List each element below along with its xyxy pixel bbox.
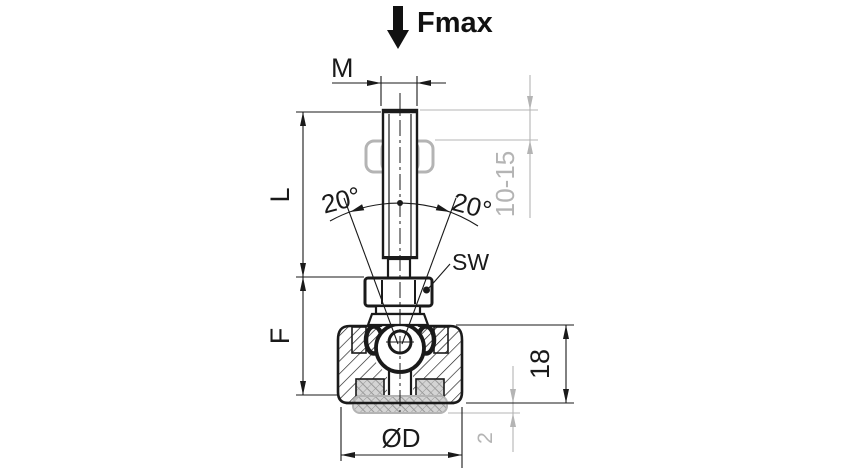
rod-tip <box>386 257 412 280</box>
wrench-size-annotation: SW <box>423 249 489 294</box>
dimension-M: M <box>331 53 446 106</box>
label-base-diameter: ØD <box>382 423 421 453</box>
label-pad-protrusion: 2 <box>474 432 497 444</box>
gray-dimension-10-15: 10-15 <box>420 75 538 218</box>
flange <box>366 312 430 327</box>
label-angle-right: 20° <box>449 186 495 225</box>
gray-dimension-pad-2: 2 <box>448 366 520 452</box>
dimension-18: 18 <box>456 324 574 404</box>
label-foot-height: F <box>265 328 295 345</box>
label-force: Fmax <box>417 7 493 39</box>
force-annotation: Fmax <box>387 6 493 49</box>
dimension-F: F <box>265 277 338 396</box>
dimension-diameter: ØD <box>340 407 463 468</box>
label-base-height: 18 <box>525 349 555 379</box>
label-thread-protrusion-range: 10-15 <box>490 151 520 218</box>
force-arrow-icon <box>387 6 409 49</box>
label-angle-left: 20° <box>318 180 364 219</box>
dimension-L: L <box>265 111 381 278</box>
label-wrench-size: SW <box>452 249 489 275</box>
label-thread: M <box>331 53 354 83</box>
label-thread-length: L <box>265 187 295 202</box>
